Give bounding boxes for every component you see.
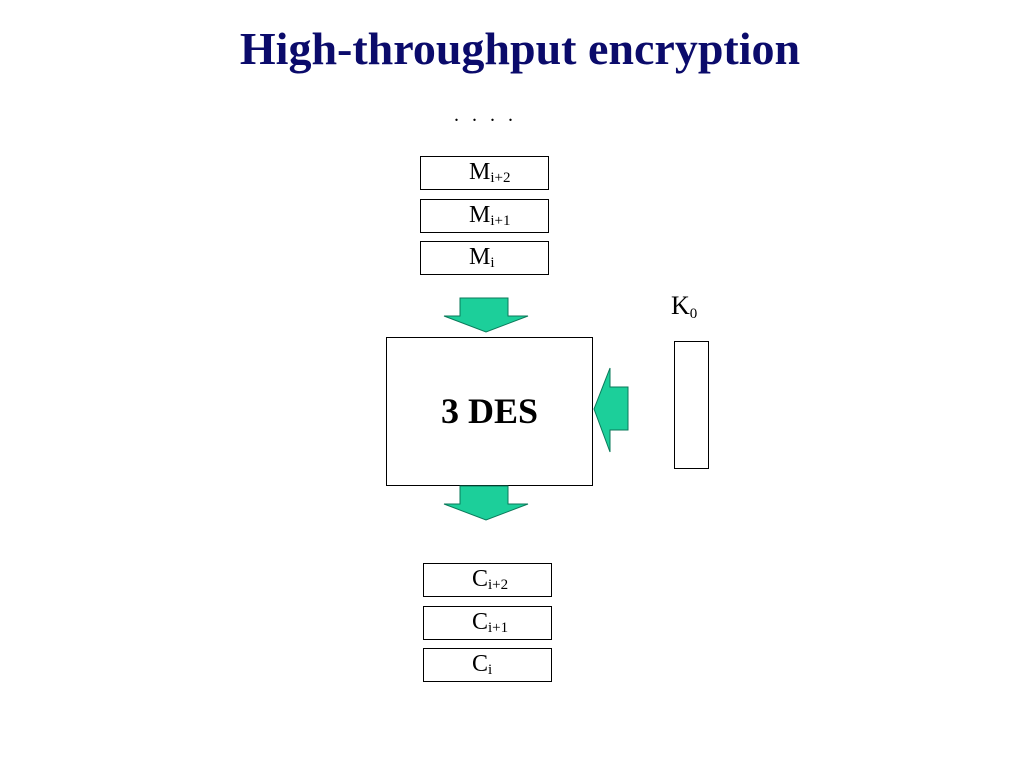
input-block-label: Mi+2 [469, 159, 511, 186]
input-arrow-icon [443, 297, 529, 333]
input-block-i: Mi [420, 241, 549, 275]
input-block-label: Mi [469, 244, 495, 271]
input-block-label: Mi+1 [469, 202, 511, 229]
triple-des-box: 3 DES [386, 337, 593, 486]
output-block-i-plus-2: Ci+2 [423, 563, 552, 597]
output-block-i-plus-1: Ci+1 [423, 606, 552, 640]
key-label: K0 [671, 291, 698, 322]
input-block-i-plus-1: Mi+1 [420, 199, 549, 233]
output-arrow-icon [443, 485, 529, 521]
continuation-ellipsis: . . . . [454, 104, 517, 126]
output-block-label: Ci+2 [472, 566, 509, 593]
input-block-i-plus-2: Mi+2 [420, 156, 549, 190]
output-block-i: Ci [423, 648, 552, 682]
output-block-label: Ci [472, 651, 493, 678]
slide-title: High-throughput encryption [239, 23, 801, 74]
key-box [674, 341, 709, 469]
key-arrow-icon [593, 367, 629, 453]
output-block-label: Ci+1 [472, 609, 509, 636]
triple-des-label: 3 DES [440, 391, 539, 431]
